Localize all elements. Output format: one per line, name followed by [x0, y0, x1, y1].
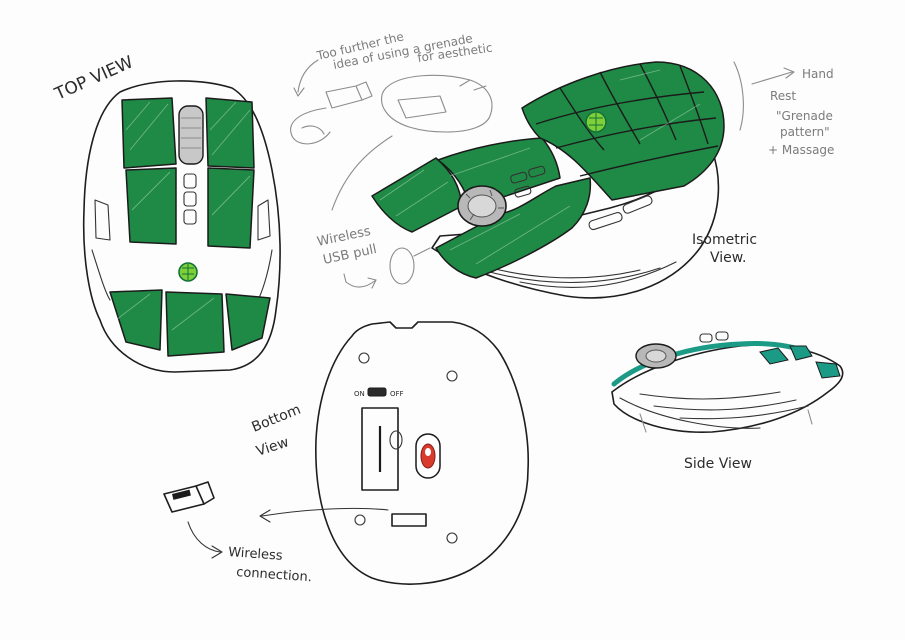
side-scroll-wheel-hub	[645, 349, 667, 363]
top-view-label: TOP VIEW	[51, 52, 137, 105]
hand-rest-line2: Rest	[770, 89, 796, 103]
rear-right-panel	[225, 293, 271, 351]
side-dpi-button-1	[699, 333, 713, 343]
iso-dpi-button-2	[528, 165, 546, 178]
top-left-button-panel	[121, 97, 177, 169]
top-view-contour-left	[91, 249, 111, 301]
bottom-view-label-line1: Bottom	[250, 402, 304, 436]
slot-arrowhead	[259, 509, 271, 523]
top-right-button-panel	[205, 97, 255, 169]
iso-grenade-logo-grid	[589, 113, 603, 131]
arrow-to-usb-pull	[331, 135, 393, 211]
bottom-foot-3	[354, 514, 366, 526]
side-teal-panel-1	[759, 347, 789, 365]
iso-palm-rest-panel	[521, 61, 725, 201]
isometric-label-line1: Isometric	[692, 232, 757, 248]
bottom-view-sketch: ON OFF	[259, 321, 530, 585]
pencil-grenade-detail	[459, 79, 487, 91]
side-teal-panel-2	[789, 345, 813, 361]
bottom-foot-4	[446, 532, 458, 544]
iso-scroll-wheel-ridges	[465, 189, 504, 221]
bottom-foot-2	[446, 370, 458, 382]
optical-sensor-lens	[425, 448, 431, 456]
switch-off-label: OFF	[390, 390, 404, 398]
isometric-side-button-1	[588, 211, 623, 231]
bottom-small-foot	[389, 430, 403, 450]
top-view-scroll-wheel	[178, 105, 204, 165]
hand-rest-line4: pattern"	[780, 125, 830, 139]
note-arrowhead	[293, 87, 305, 97]
wireless-connection-line2: connection.	[236, 565, 313, 585]
top-view-side-button-right	[257, 199, 271, 241]
top-view-side-button-left	[94, 199, 111, 241]
bottom-foot-1	[358, 352, 370, 364]
pencil-grenade-sketch	[380, 74, 493, 133]
pencil-dongle-cord	[290, 107, 331, 145]
switch-on-label: ON	[354, 390, 365, 398]
usb-pull-loop	[389, 247, 415, 285]
side-view-body	[611, 344, 844, 434]
grenade-pattern-grid	[535, 63, 719, 177]
top-view-contour-right	[257, 249, 273, 301]
side-view-sketch	[611, 331, 844, 434]
hand-rest-note: Hand Rest "Grenade pattern" + Massage	[733, 61, 834, 157]
iso-dpi-button-3	[514, 185, 532, 198]
dpi-button-1	[183, 173, 197, 189]
isometric-side-button-2	[622, 195, 653, 214]
usb-pull-arrow-tail	[343, 273, 347, 283]
side-view-feet	[639, 409, 813, 433]
side-dpi-button-2	[715, 331, 729, 341]
left-grip-panel	[125, 167, 177, 245]
hand-rest-line3: "Grenade	[776, 109, 833, 123]
side-teal-stripe	[611, 341, 811, 387]
usb-pull-arrow	[345, 279, 377, 288]
grenade-logo-grid	[182, 264, 194, 280]
side-view-label: Side View	[684, 456, 752, 472]
wireless-connection-line1: Wireless	[228, 545, 284, 564]
usb-dongle-connector	[195, 481, 215, 505]
pencil-grenade-window	[397, 95, 447, 119]
hand-rest-line5: + Massage	[768, 143, 834, 157]
dpi-button-3	[183, 209, 197, 225]
isometric-view-sketch	[343, 61, 725, 299]
pencil-dongle-end	[355, 81, 373, 101]
hand-rest-arrowhead	[783, 67, 795, 79]
bottom-view-outline	[315, 321, 530, 585]
note-arrow-to-dongle	[297, 59, 319, 93]
hand-rest-line1: Hand	[802, 67, 834, 81]
usb-pull-cord	[413, 247, 431, 257]
on-off-switch[interactable]	[367, 387, 387, 397]
dongle-arrowhead	[211, 545, 223, 559]
pencil-dongle-loop	[301, 125, 325, 135]
rear-center-panel	[165, 291, 225, 357]
dongle-arrow	[187, 521, 221, 553]
usb-dongle-body	[163, 485, 205, 513]
side-view-contours	[619, 391, 809, 429]
isometric-label-line2: View.	[710, 250, 746, 266]
iso-dpi-button-1	[510, 171, 528, 184]
scroll-wheel-ridges	[181, 117, 201, 149]
slot-to-dongle-arrow	[261, 507, 389, 517]
top-view-sketch: TOP VIEW	[51, 52, 281, 373]
pencil-dongle	[325, 85, 363, 109]
bottom-view-label-line2: View	[254, 434, 291, 459]
right-grip-panel	[207, 167, 255, 249]
usb-dongle-sketch	[163, 481, 223, 559]
iso-right-front-panel	[435, 177, 592, 279]
hand-rest-arrow	[751, 71, 793, 85]
iso-scroll-wheel-hub	[467, 194, 497, 218]
rear-left-panel	[109, 289, 163, 351]
top-view-outline	[82, 80, 281, 373]
usb-dongle-stripe	[172, 489, 191, 500]
dongle-storage-slot	[391, 513, 427, 527]
side-teal-panel-3	[815, 361, 841, 379]
usb-pull-arrowhead	[367, 277, 377, 289]
hand-rest-bracket	[733, 61, 744, 131]
dpi-button-2	[183, 191, 197, 207]
